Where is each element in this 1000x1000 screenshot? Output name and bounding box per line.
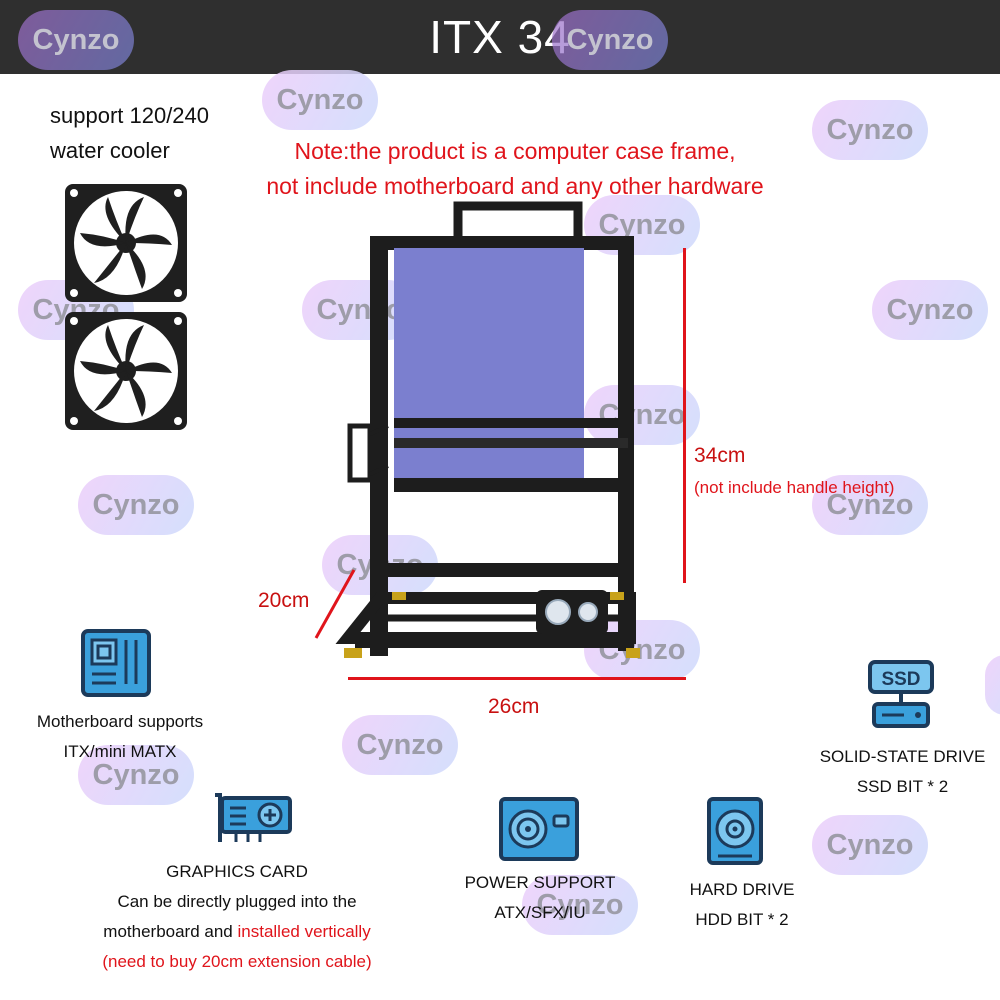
case-frame-illustration bbox=[335, 201, 640, 658]
fan-radiator-icon bbox=[65, 184, 187, 430]
ssd-label: SOLID-STATE DRIVE SSD BIT * 2 bbox=[800, 742, 1000, 802]
watermark: Cynzo bbox=[812, 100, 928, 160]
height-note: (not include handle height) bbox=[694, 478, 895, 497]
graphics-title: GRAPHICS CARD bbox=[166, 862, 308, 881]
depth-dimension-label: 20cm bbox=[258, 589, 310, 612]
hdd-line-1: HARD DRIVE bbox=[689, 880, 795, 899]
power-line-2: ATX/SFX/IU bbox=[494, 903, 586, 922]
hard-drive-icon bbox=[707, 797, 763, 865]
ssd-line-2: SSD BIT * 2 bbox=[856, 777, 949, 796]
watermark: Cynzo bbox=[342, 715, 458, 775]
motherboard-line-1: Motherboard supports bbox=[36, 712, 204, 731]
depth-dimension-line bbox=[314, 569, 356, 639]
watermark: Cynzo bbox=[18, 10, 134, 70]
cooler-support-text: support 120/240 bbox=[50, 103, 210, 128]
hdd-line-2: HDD BIT * 2 bbox=[695, 910, 789, 929]
watermark: Cynzo bbox=[584, 385, 700, 445]
ssd-line-1: SOLID-STATE DRIVE bbox=[819, 747, 986, 766]
power-line-1: POWER SUPPORT bbox=[464, 873, 616, 892]
width-dimension-label: 26cm bbox=[488, 695, 540, 718]
watermark: Cynzo bbox=[78, 475, 194, 535]
graphics-card-icon bbox=[215, 793, 292, 842]
power-supply-label: POWER SUPPORT ATX/SFX/IU bbox=[430, 868, 650, 928]
watermark: Cynzo bbox=[812, 815, 928, 875]
watermark: Cynzo bbox=[812, 475, 928, 535]
watermark: Cynzo bbox=[78, 745, 194, 805]
width-dimension-line bbox=[348, 677, 686, 680]
height-dimension-line bbox=[683, 248, 686, 583]
cooler-type-text: water cooler bbox=[50, 138, 170, 163]
graphics-line-1: Can be directly plugged into the bbox=[117, 892, 357, 911]
motherboard-icon bbox=[81, 629, 151, 697]
note-line-2: not include motherboard and any other ha… bbox=[266, 173, 764, 199]
page-title: ITX 34 bbox=[429, 11, 571, 63]
ssd-icon: SSD bbox=[868, 660, 934, 728]
watermark: Cynzo bbox=[522, 875, 638, 935]
power-supply-icon bbox=[499, 797, 579, 861]
ssd-icon-text: SSD bbox=[881, 669, 920, 690]
watermark: Cynzo bbox=[262, 70, 378, 130]
product-note: Note:the product is a computer case fram… bbox=[200, 134, 830, 204]
note-line-1: Note:the product is a computer case fram… bbox=[294, 138, 736, 164]
hard-drive-label: HARD DRIVE HDD BIT * 2 bbox=[652, 875, 832, 935]
graphics-line-3: (need to buy 20cm extension cable) bbox=[102, 952, 372, 971]
graphics-line-2: motherboard and installed vertically bbox=[60, 917, 414, 947]
watermark: Cynzo bbox=[552, 10, 668, 70]
graphics-card-label: GRAPHICS CARD Can be directly plugged in… bbox=[60, 857, 414, 977]
motherboard-line-2: ITX/mini MATX bbox=[63, 742, 177, 761]
graphics-line-2-prefix: motherboard and bbox=[103, 922, 238, 941]
watermark-edge bbox=[985, 655, 1000, 715]
graphics-line-2-red: installed vertically bbox=[237, 922, 371, 941]
watermark: Cynzo bbox=[872, 280, 988, 340]
motherboard-label: Motherboard supports ITX/mini MATX bbox=[20, 707, 220, 767]
header-bar bbox=[0, 0, 1000, 74]
height-dimension-label: 34cm bbox=[694, 444, 746, 467]
